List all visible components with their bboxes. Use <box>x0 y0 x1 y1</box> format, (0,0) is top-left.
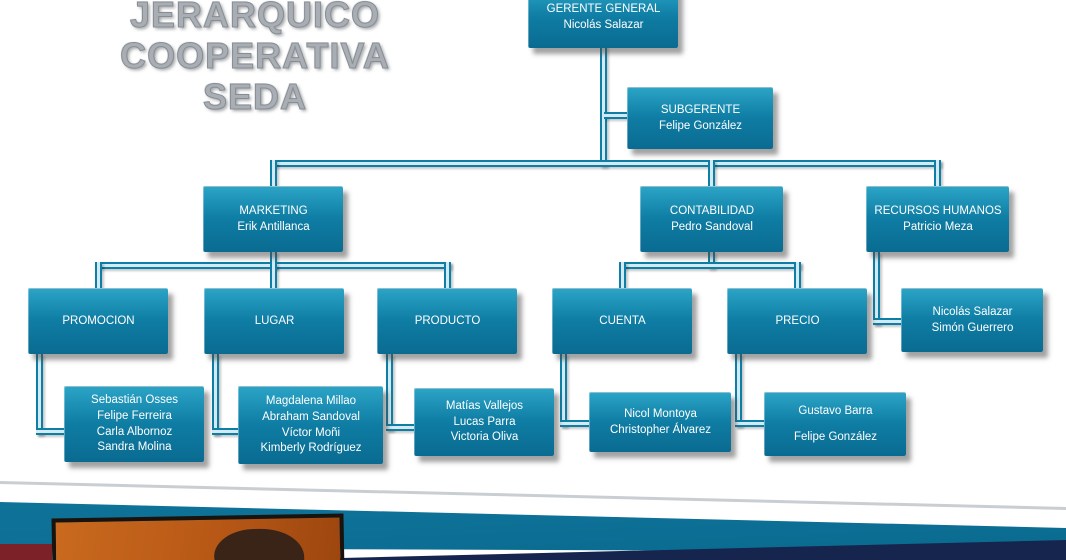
node-title: SUBGERENTE <box>660 103 741 116</box>
connector-cuenta-elbow-h <box>560 420 591 427</box>
org-node-lugar-team: Magdalena Millao Abraham Sandoval Víctor… <box>238 386 383 464</box>
team-member: Simón Guerrero <box>931 321 1014 334</box>
team-member: Magdalena Millao <box>265 394 357 407</box>
org-node-subgerente: SUBGERENTE Felipe González <box>627 87 773 149</box>
team-member: Victoria Oliva <box>450 431 519 444</box>
team-member: Gustavo Barra <box>798 404 873 417</box>
node-title: PROMOCION <box>62 314 135 327</box>
connector-contabilidad-down <box>708 252 715 269</box>
connector-promocion-elbow-v <box>36 354 43 435</box>
team-member: Sebastián Osses <box>91 393 178 406</box>
connector-lugar-elbow-h <box>212 428 240 435</box>
connector-rrhh-elbow-v <box>873 252 880 325</box>
org-node-producto-team: Matías Vallejos Lucas Parra Victoria Oli… <box>414 388 554 456</box>
node-title: RECURSOS HUMANOS <box>874 204 1002 217</box>
team-member: Kimberly Rodríguez <box>260 442 362 455</box>
connector-producto-elbow-h <box>386 424 416 431</box>
team-member: Abraham Sandoval <box>262 410 360 423</box>
org-node-marketing: MARKETING Erik Antillanca <box>203 186 343 252</box>
team-member: Carla Albornoz <box>96 425 173 438</box>
team-member: Felipe Ferreira <box>97 409 172 422</box>
node-title: LUGAR <box>254 314 295 327</box>
node-name: Pedro Sandoval <box>671 220 753 233</box>
org-node-producto: PRODUCTO <box>377 288 517 354</box>
org-node-promocion: PROMOCION <box>28 288 168 354</box>
connector-precio-elbow-h <box>735 420 766 427</box>
node-title: PRECIO <box>775 314 820 327</box>
connector-level1-horizontal <box>270 160 941 167</box>
connector-cuenta-elbow-v <box>560 354 567 427</box>
framed-picture <box>51 513 345 560</box>
connector-lugar-elbow-v <box>212 354 219 435</box>
node-title: GERENTE GENERAL <box>546 2 661 15</box>
connector-drop-promocion <box>95 262 102 290</box>
connector-drop-precio <box>794 262 801 290</box>
node-name: Nicolás Salazar <box>563 18 644 31</box>
connector-subgerente <box>604 112 629 119</box>
picture-silhouette <box>213 528 305 560</box>
org-node-cuenta: CUENTA <box>552 288 692 354</box>
node-name: Felipe González <box>658 119 743 132</box>
node-title: PRODUCTO <box>414 314 481 327</box>
connector-drop-producto <box>444 262 451 290</box>
connector-contabilidad-horizontal <box>619 262 801 269</box>
connector-gerente-trunk <box>600 46 607 167</box>
connector-precio-elbow-v <box>735 354 742 427</box>
connector-drop-rrhh <box>934 160 941 188</box>
team-member: Felipe González <box>793 430 878 443</box>
connector-rrhh-elbow-h <box>873 318 903 325</box>
connector-drop-cuenta <box>619 262 626 290</box>
org-node-precio-team: Gustavo Barra Felipe González <box>764 392 906 456</box>
slide-title-line2: COOPERATIVA SEDA <box>120 35 390 118</box>
team-member: Lucas Parra <box>453 415 516 428</box>
slide-title: JERARQUICO COOPERATIVA SEDA <box>72 0 438 118</box>
org-node-precio: PRECIO <box>727 288 867 354</box>
node-title: CONTABILIDAD <box>669 204 755 217</box>
connector-drop-lugar <box>270 262 277 290</box>
team-member: Nicol Montoya <box>624 407 697 420</box>
org-node-rrhh-team: Nicolás Salazar Simón Guerrero <box>901 288 1043 352</box>
node-title: MARKETING <box>239 204 308 217</box>
node-name: Erik Antillanca <box>237 220 310 233</box>
connector-producto-elbow-v <box>386 354 393 431</box>
org-node-promocion-team: Sebastián Osses Felipe Ferreira Carla Al… <box>64 386 204 462</box>
org-node-contabilidad: CONTABILIDAD Pedro Sandoval <box>640 186 783 252</box>
slide-title-line1: JERARQUICO <box>129 0 381 36</box>
team-member: Matías Vallejos <box>445 399 524 412</box>
connector-marketing-down <box>270 252 277 269</box>
connector-drop-marketing <box>270 160 277 188</box>
org-node-recursos-humanos: RECURSOS HUMANOS Patricio Meza <box>866 186 1009 252</box>
connector-promocion-elbow-h <box>36 428 66 435</box>
org-node-lugar: LUGAR <box>204 288 344 354</box>
team-member: Nicolás Salazar <box>932 305 1013 318</box>
connector-drop-contabilidad <box>708 160 715 188</box>
team-member: Víctor Moñi <box>281 426 341 439</box>
org-node-gerente-general: GERENTE GENERAL Nicolás Salazar <box>528 0 678 48</box>
team-member: Christopher Álvarez <box>610 423 711 436</box>
node-name: Patricio Meza <box>903 220 973 233</box>
org-node-cuenta-team: Nicol Montoya Christopher Álvarez <box>589 392 731 452</box>
team-member: Sandra Molina <box>97 441 172 454</box>
node-title: CUENTA <box>599 314 646 327</box>
